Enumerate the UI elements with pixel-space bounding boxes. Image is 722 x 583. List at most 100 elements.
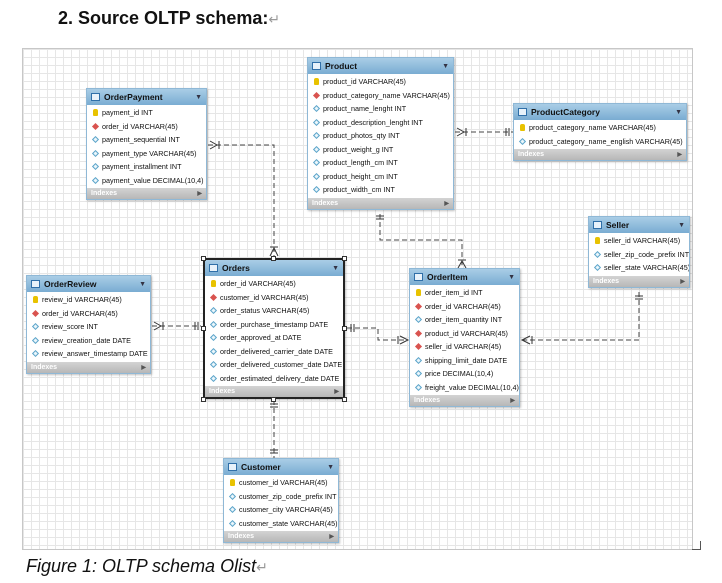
column-row[interactable]: product_height_cm INT (308, 170, 453, 184)
column-icon (209, 374, 217, 382)
column-row[interactable]: review_answer_timestamp DATE (27, 347, 150, 361)
collapse-arrow-icon[interactable]: ▼ (327, 463, 334, 471)
column-text: customer_id VARCHAR(45) (239, 478, 328, 488)
column-icon (31, 336, 39, 344)
column-row[interactable]: order_purchase_timestamp DATE (205, 318, 343, 332)
column-row[interactable]: order_id VARCHAR(45) (205, 277, 343, 291)
column-row[interactable]: product_category_name VARCHAR(45) (514, 121, 686, 135)
column-row[interactable]: product_category_name VARCHAR(45) (308, 89, 453, 103)
column-row[interactable]: payment_type VARCHAR(45) (87, 147, 206, 161)
column-icon (414, 356, 422, 364)
column-row[interactable]: product_width_cm INT (308, 183, 453, 197)
collapse-arrow-icon[interactable]: ▼ (195, 93, 202, 101)
column-row[interactable]: review_id VARCHAR(45) (27, 293, 150, 307)
indexes-bar[interactable]: Indexes▶ (308, 197, 453, 209)
column-row[interactable]: product_name_lenght INT (308, 102, 453, 116)
indexes-bar[interactable]: Indexes▶ (224, 531, 338, 542)
column-row[interactable]: freight_value DECIMAL(10,4) (410, 381, 519, 395)
column-row[interactable]: customer_id VARCHAR(45) (224, 476, 338, 490)
resize-handle[interactable] (271, 256, 276, 261)
column-row[interactable]: customer_city VARCHAR(45) (224, 503, 338, 517)
collapse-arrow-icon[interactable]: ▼ (442, 62, 449, 70)
column-text: seller_id VARCHAR(45) (425, 342, 502, 352)
table-seller[interactable]: Seller▼ seller_id VARCHAR(45)seller_zip_… (588, 216, 690, 288)
table-product[interactable]: Product▼ product_id VARCHAR(45)product_c… (307, 57, 454, 210)
expand-arrow-icon[interactable]: ▶ (329, 534, 334, 540)
column-row[interactable]: product_weight_g INT (308, 143, 453, 157)
column-text: payment_id INT (102, 108, 153, 118)
column-row[interactable]: order_delivered_customer_date DATE (205, 358, 343, 372)
column-row[interactable]: seller_state VARCHAR(45) (589, 261, 689, 275)
indexes-bar[interactable]: Indexes▶ (87, 188, 206, 199)
indexes-bar[interactable]: Indexes▶ (205, 386, 343, 397)
indexes-bar[interactable]: Indexes▶ (27, 361, 150, 373)
column-row[interactable]: product_length_cm INT (308, 156, 453, 170)
column-row[interactable]: seller_id VARCHAR(45) (589, 234, 689, 248)
column-row[interactable]: order_approved_at DATE (205, 331, 343, 345)
column-row[interactable]: order_item_quantity INT (410, 313, 519, 327)
resize-handle[interactable] (342, 397, 347, 402)
column-icon (91, 136, 99, 144)
expand-arrow-icon[interactable]: ▶ (677, 152, 682, 158)
column-row[interactable]: product_id VARCHAR(45) (410, 327, 519, 341)
expand-arrow-icon[interactable]: ▶ (197, 191, 202, 197)
column-row[interactable]: product_description_lenght INT (308, 116, 453, 130)
column-row[interactable]: order_delivered_carrier_date DATE (205, 345, 343, 359)
column-row[interactable]: customer_zip_code_prefix INT (224, 490, 338, 504)
primary-key-icon (228, 479, 236, 487)
table-header: OrderItem▼ (410, 269, 519, 285)
column-text: customer_id VARCHAR(45) (220, 292, 309, 302)
column-row[interactable]: seller_id VARCHAR(45) (410, 340, 519, 354)
collapse-arrow-icon[interactable]: ▼ (139, 280, 146, 288)
column-row[interactable]: product_photos_qty INT (308, 129, 453, 143)
column-row[interactable]: product_id VARCHAR(45) (308, 75, 453, 89)
table-customer[interactable]: Customer▼ customer_id VARCHAR(45)custome… (223, 458, 339, 543)
indexes-bar[interactable]: Indexes▶ (410, 395, 519, 406)
table-productcategory[interactable]: ProductCategory▼ product_category_name V… (513, 103, 687, 161)
resize-handle[interactable] (271, 397, 276, 402)
column-row[interactable]: shipping_limit_date DATE (410, 354, 519, 368)
table-orderreview[interactable]: OrderReview▼ review_id VARCHAR(45)order_… (26, 275, 151, 374)
column-row[interactable]: order_id VARCHAR(45) (87, 120, 206, 134)
table-icon (91, 93, 100, 101)
indexes-bar[interactable]: Indexes▶ (514, 149, 686, 160)
column-row[interactable]: price DECIMAL(10,4) (410, 367, 519, 381)
collapse-arrow-icon[interactable]: ▼ (508, 273, 515, 281)
expand-arrow-icon[interactable]: ▶ (141, 364, 146, 371)
column-row[interactable]: order_item_id INT (410, 286, 519, 300)
column-text: order_delivered_carrier_date DATE (220, 346, 333, 356)
column-row[interactable]: payment_id INT (87, 106, 206, 120)
expand-arrow-icon[interactable]: ▶ (444, 200, 449, 207)
table-orders[interactable]: Orders▼ order_id VARCHAR(45)customer_id … (203, 258, 345, 399)
table-header: Product▼ (308, 58, 453, 74)
collapse-arrow-icon[interactable]: ▼ (678, 221, 685, 229)
expand-arrow-icon[interactable]: ▶ (680, 278, 685, 285)
column-row[interactable]: payment_sequential INT (87, 133, 206, 147)
expand-arrow-icon[interactable]: ▶ (334, 389, 339, 395)
resize-handle[interactable] (342, 326, 347, 331)
indexes-bar[interactable]: Indexes▶ (589, 275, 689, 287)
column-row[interactable]: customer_id VARCHAR(45) (205, 291, 343, 305)
collapse-arrow-icon[interactable]: ▼ (675, 108, 682, 116)
resize-handle[interactable] (201, 326, 206, 331)
column-row[interactable]: seller_zip_code_prefix INT (589, 248, 689, 262)
table-header: Orders▼ (205, 260, 343, 276)
resize-handle[interactable] (201, 256, 206, 261)
resize-handle[interactable] (201, 397, 206, 402)
column-row[interactable]: order_id VARCHAR(45) (410, 300, 519, 314)
resize-handle[interactable] (342, 256, 347, 261)
expand-arrow-icon[interactable]: ▶ (510, 398, 515, 404)
collapse-arrow-icon[interactable]: ▼ (332, 264, 339, 272)
table-icon (209, 264, 218, 272)
column-row[interactable]: review_creation_date DATE (27, 334, 150, 348)
column-row[interactable]: payment_value DECIMAL(10,4) (87, 174, 206, 188)
column-row[interactable]: product_category_name_english VARCHAR(45… (514, 135, 686, 149)
column-row[interactable]: payment_installment INT (87, 160, 206, 174)
column-row[interactable]: review_score INT (27, 320, 150, 334)
column-row[interactable]: order_estimated_delivery_date DATE (205, 372, 343, 386)
column-row[interactable]: customer_state VARCHAR(45) (224, 517, 338, 531)
column-row[interactable]: order_status VARCHAR(45) (205, 304, 343, 318)
column-row[interactable]: order_id VARCHAR(45) (27, 307, 150, 321)
